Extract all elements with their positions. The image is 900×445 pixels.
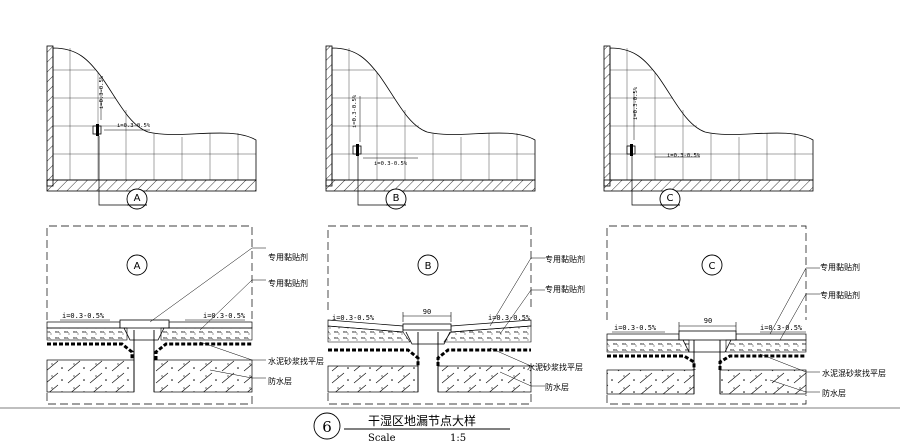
section-b-label-mortar: 水泥砂浆找平层 [527, 362, 583, 372]
plan-a-marker [126, 188, 148, 210]
section-c-label-mortar: 水泥混砂浆找平层 [822, 368, 886, 378]
plan-b-slope-2: i=0.3-0.5% [374, 161, 408, 167]
section-a-label-adhesive-2: 专用黏贴剂 [268, 278, 308, 288]
section-b-label-adhesive-1: 专用黏贴剂 [545, 254, 585, 264]
section-a-slope-left: i=0.3-0.5% [62, 312, 105, 320]
section-a: A i=0.3-0.5% i=0.3-0.5% 专用黏贴剂 专用黏贴剂 水泥砂浆… [46, 225, 324, 405]
section-c-label-adhesive-1: 专用黏贴剂 [820, 262, 860, 272]
plan-c-slope-2: i=0.3-0.5% [667, 153, 701, 159]
section-c-label-waterproof: 防水层 [822, 388, 846, 398]
scale-label: Scale [368, 433, 396, 444]
section-b-label-adhesive-2: 专用黏贴剂 [545, 284, 585, 294]
section-c-dim: 90 [704, 317, 712, 325]
section-c-slope-left: i=0.3-0.5% [614, 324, 657, 332]
drawing-number: 6 [322, 418, 332, 436]
scale-value: 1:5 [450, 433, 466, 444]
section-c-label-adhesive-2: 专用黏贴剂 [820, 290, 860, 300]
plan-b-marker [385, 188, 407, 210]
plan-a-slope-2: i=0.3-0.5% [117, 123, 151, 129]
section-b-label-waterproof: 防水层 [545, 382, 569, 392]
plan-a-slope-1: i=0.3-0.5% [99, 75, 105, 109]
plan-c-marker-label: C [667, 193, 674, 204]
section-b-marker: B [425, 261, 432, 272]
section-c-slope-right: i=0.3-0.5% [760, 324, 803, 332]
plan-view-b: i=0.3-0.5% i=0.3-0.5% B [325, 45, 536, 210]
plan-c-slope-1: i=0.3-0.5% [633, 86, 639, 120]
section-c: C 90 i=0.3-0.5% i=0.3-0.5% 专用黏贴剂 专用黏贴剂 水… [606, 225, 886, 405]
section-a-marker: A [134, 261, 141, 272]
section-a-label-waterproof: 防水层 [268, 376, 292, 386]
section-c-marker: C [709, 261, 716, 272]
plan-b-slope-1: i=0.3-0.5% [352, 94, 358, 128]
plan-view-a: i=0.3-0.5% i=0.3-0.5% A [46, 45, 257, 210]
plan-view-c: i=0.3-0.5% i=0.3-0.5% C [603, 45, 814, 210]
plan-a-marker-label: A [134, 193, 141, 204]
section-a-label-adhesive-1: 专用黏贴剂 [268, 252, 308, 262]
plan-b-marker-label: B [393, 193, 400, 204]
section-b-dim: 90 [423, 308, 431, 316]
title-block: 6 干湿区地漏节点大样 Scale 1:5 [0, 407, 900, 444]
section-b-slope-right: i=0.3-0.5% [488, 314, 531, 322]
section-b: B 90 i=0.3-0.5% i=0.3-0.5% 专用黏贴剂 专用黏贴剂 水… [327, 225, 585, 405]
plan-c-marker [659, 188, 681, 210]
section-a-slope-right: i=0.3-0.5% [203, 312, 246, 320]
section-b-slope-left: i=0.3-0.5% [332, 314, 375, 322]
drawing-number-circle [313, 412, 341, 440]
section-a-label-mortar: 水泥砂浆找平层 [268, 356, 324, 366]
drawing-title: 干湿区地漏节点大样 [368, 413, 476, 428]
